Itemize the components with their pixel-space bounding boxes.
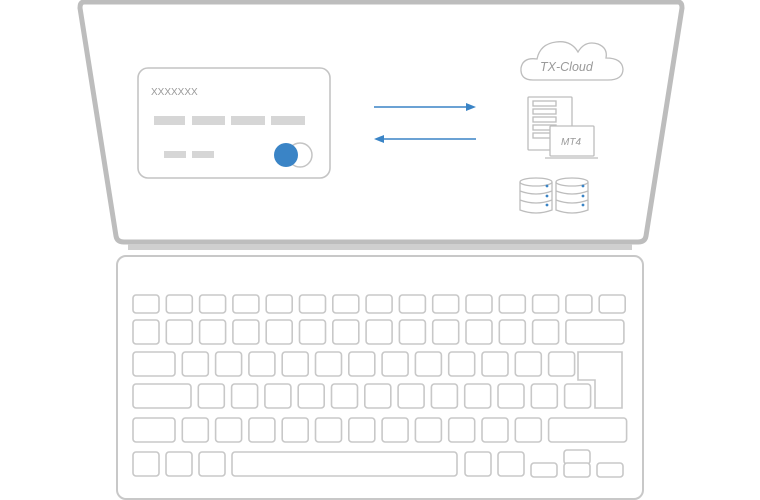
keyboard-key (281, 351, 310, 377)
card-chip (274, 143, 298, 167)
keyboard-key (198, 319, 227, 345)
keyboard-key (347, 417, 376, 443)
keyboard-key (265, 294, 294, 314)
keyboard-key (314, 351, 343, 377)
keyboard-key (232, 319, 260, 345)
keyboard-key (497, 383, 525, 409)
card-field (271, 116, 305, 125)
keyboard-key (248, 351, 276, 377)
card-field (192, 151, 214, 158)
keyboard-key (132, 351, 176, 377)
keyboard-key (165, 294, 194, 314)
keyboard-key (563, 449, 591, 465)
keyboard-key (463, 383, 492, 409)
card-field (164, 151, 186, 158)
keyboard-key (264, 383, 292, 409)
card-number: XXXXXXX (151, 87, 198, 98)
keyboard-key (498, 294, 527, 314)
keyboard-key (165, 451, 193, 477)
keyboard-key (214, 351, 243, 377)
arrow-left-icon (374, 135, 476, 143)
keyboard-key (481, 351, 509, 377)
keyboard-key (314, 417, 343, 443)
keyboard-key (365, 319, 393, 345)
keyboard-key (414, 417, 443, 443)
keyboard-key (447, 417, 476, 443)
keyboard-key (431, 294, 460, 314)
keyboard-key (414, 351, 443, 377)
keyboard-key (563, 462, 591, 478)
keyboard-key (347, 351, 376, 377)
keyboard-key (248, 417, 276, 443)
keyboard-key (596, 462, 624, 478)
keyboard-key (132, 451, 160, 477)
cloud-label: TX-Cloud (540, 60, 594, 74)
keyboard-key (330, 383, 359, 409)
payment-card-icon: XXXXXXX (137, 67, 331, 179)
keyboard-key (298, 319, 327, 345)
card-field (192, 116, 225, 125)
keyboard-key (197, 383, 226, 409)
keyboard-key (498, 319, 527, 345)
keyboard-key (547, 417, 628, 443)
keyboard-key (230, 383, 259, 409)
keyboard-key (232, 294, 260, 314)
card-field (231, 116, 265, 125)
keyboard-key (565, 294, 593, 314)
keyboard-key (281, 417, 310, 443)
keyboard-key (531, 319, 560, 345)
keyboard-key (181, 351, 210, 377)
keyboard-key (298, 294, 327, 314)
keyboard-key (132, 294, 160, 314)
keyboard-key (563, 383, 592, 409)
keyboard-key (214, 417, 243, 443)
arrow-right-icon (374, 103, 476, 111)
keyboard-key (530, 462, 558, 478)
database-icon (519, 177, 553, 214)
keyboard-key (165, 319, 194, 345)
keyboard-key (381, 351, 409, 377)
keyboard-key (365, 294, 393, 314)
keyboard-key (497, 451, 525, 477)
keyboard-key (265, 319, 294, 345)
keyboard-key (363, 383, 392, 409)
keyboard-key (514, 351, 543, 377)
keyboard-key (547, 351, 576, 377)
keyboard-key (465, 294, 493, 314)
keyboard-key (565, 319, 625, 345)
keyboard-key (331, 319, 360, 345)
hinge (128, 244, 632, 250)
server-label: MT4 (561, 137, 581, 148)
keyboard-key (398, 294, 427, 314)
keyboard-key (430, 383, 459, 409)
keyboard-key (181, 417, 210, 443)
keyboard-key (431, 319, 460, 345)
enter-key (577, 351, 623, 409)
keyboard-key (397, 383, 425, 409)
keyboard-key (464, 451, 492, 477)
keyboard-key (198, 294, 227, 314)
keyboard-key (598, 294, 627, 314)
keyboard-key (331, 294, 360, 314)
keyboard-key (447, 351, 476, 377)
card-field (154, 116, 185, 125)
keyboard-key (465, 319, 493, 345)
keyboard-icon (132, 294, 628, 478)
keyboard-key (381, 417, 409, 443)
keyboard-key (398, 319, 427, 345)
keyboard-key (198, 451, 226, 477)
keyboard-key (531, 294, 560, 314)
keyboard-key (530, 383, 559, 409)
keyboard-key (297, 383, 326, 409)
keyboard-key (514, 417, 543, 443)
monitor-icon: MT4 (545, 125, 598, 159)
keyboard-key (481, 417, 509, 443)
keyboard-key (132, 319, 160, 345)
database-icon (555, 177, 589, 214)
keyboard-key (132, 383, 192, 409)
cloud-icon: TX-Cloud (520, 41, 624, 81)
keyboard-key (132, 417, 176, 443)
keyboard-key (231, 451, 458, 477)
